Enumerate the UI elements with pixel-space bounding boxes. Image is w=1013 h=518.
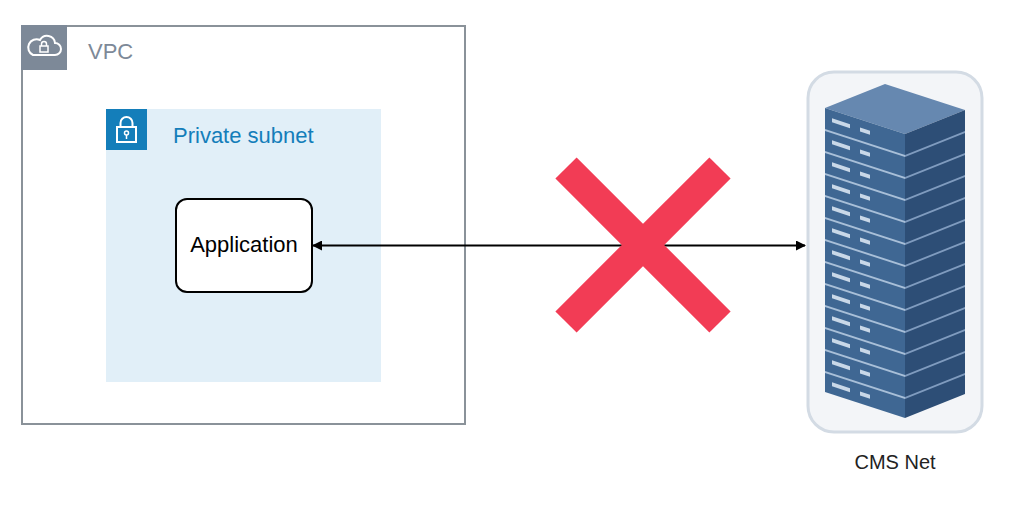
cloud-lock-icon [21, 25, 67, 70]
server-node: CMS Net [805, 65, 985, 480]
node-label: Application [177, 200, 311, 291]
connector-arrow [313, 245, 805, 247]
process-box: Application [175, 198, 313, 293]
node-caption: CMS Net [785, 450, 1005, 474]
node-heading: Private subnet [173, 123, 314, 149]
lock-icon [106, 109, 147, 150]
vpc-box: Application Private subnet VPC [21, 25, 466, 425]
node-heading: VPC [88, 39, 133, 65]
